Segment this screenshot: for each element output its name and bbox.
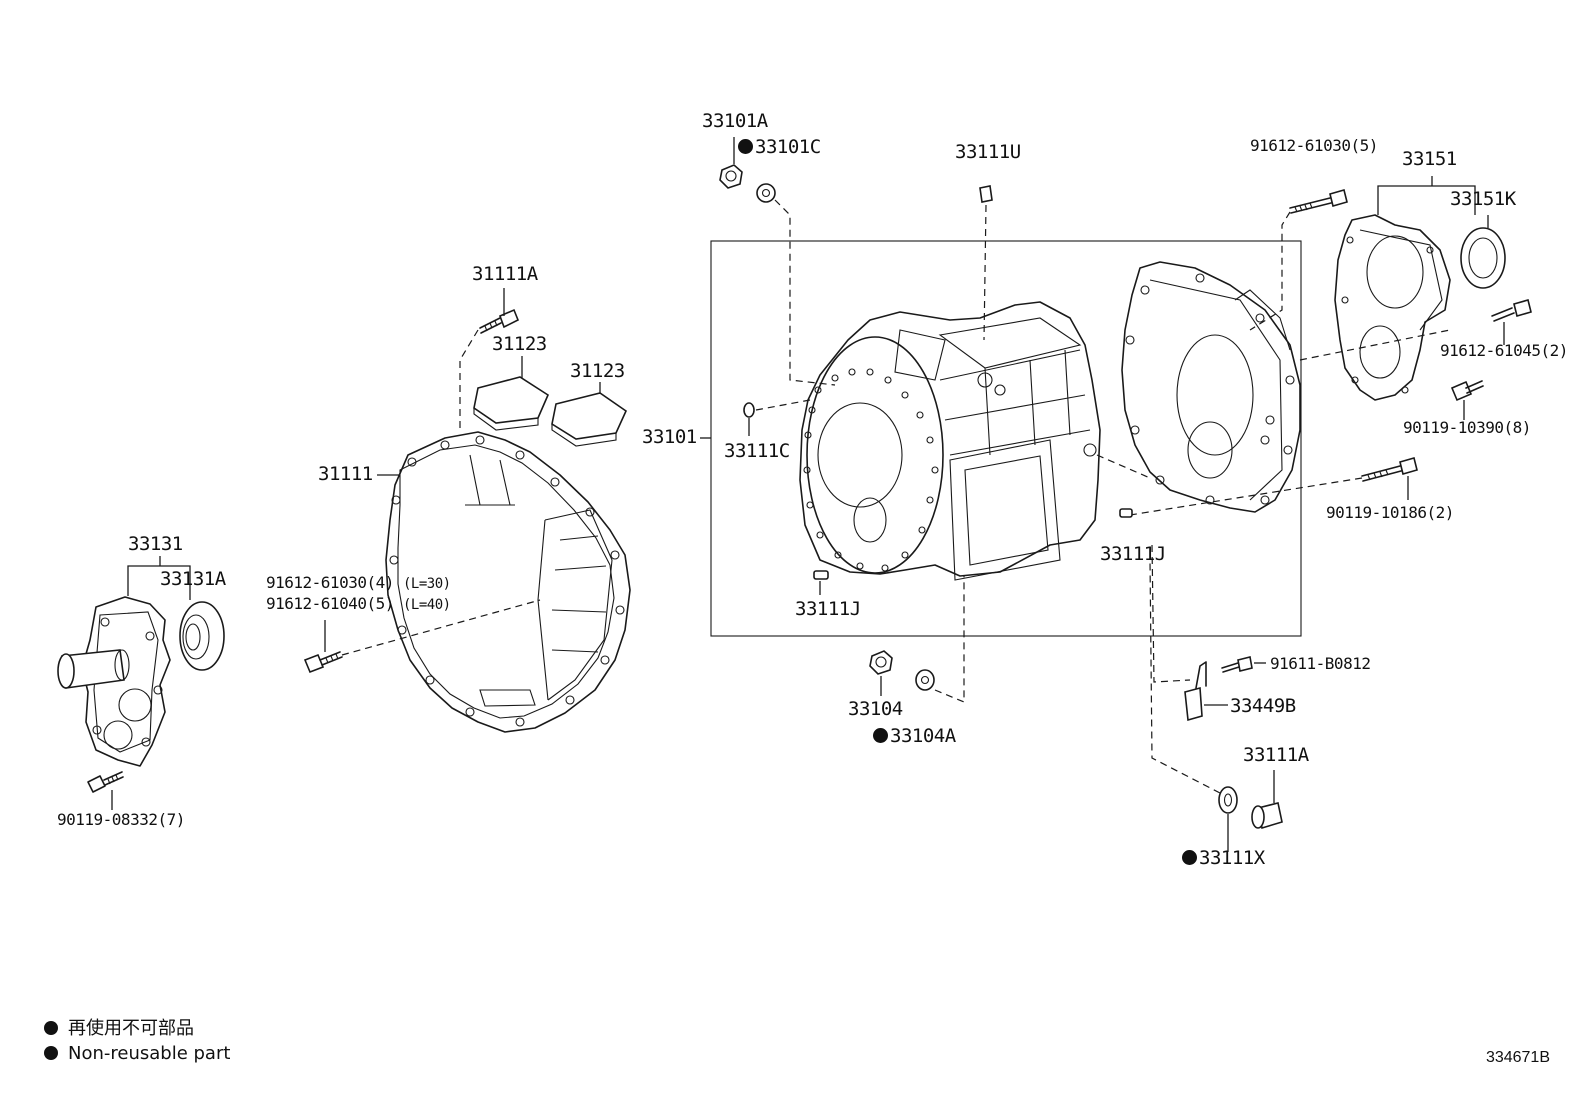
non-reusable-marker <box>44 1021 58 1035</box>
label-91612-61030-4-text: 91612-61030(4) <box>266 573 394 592</box>
oil-seal-33131A <box>179 601 225 671</box>
label-33111J-right: 33111J <box>1100 543 1166 565</box>
plug-33104 <box>869 650 893 675</box>
cover-31123-b <box>551 392 628 447</box>
label-31111A: 31111A <box>472 263 538 285</box>
label-91612-61040-5: 91612-61040(5) (L=40) <box>266 594 451 613</box>
label-33111X: 33111X <box>1182 849 1265 868</box>
pin-33111J-left <box>813 570 829 580</box>
label-91612-61030-5: 91612-61030(5) <box>1250 136 1378 155</box>
label-33104A: 33104A <box>873 727 956 746</box>
extension-housing <box>1121 261 1301 513</box>
gasket-33101C <box>756 183 776 203</box>
non-reusable-marker <box>873 728 888 743</box>
label-33101C-text: 33101C <box>755 136 821 158</box>
gasket-33111X <box>1218 786 1238 814</box>
label-90119-08332-7: 90119-08332(7) <box>57 810 185 829</box>
label-91611-B0812: 91611-B0812 <box>1270 654 1371 673</box>
bracket-33449B <box>1184 661 1207 722</box>
pin-33111C <box>743 402 755 418</box>
pin-33111J-right <box>1119 508 1133 518</box>
label-33104: 33104 <box>848 698 903 720</box>
label-90119-10390-8: 90119-10390(8) <box>1403 418 1531 437</box>
legend-line-2: Non-reusable part <box>68 1043 231 1064</box>
label-33111A: 33111A <box>1243 744 1309 766</box>
non-reusable-marker <box>738 139 753 154</box>
label-33111J-left: 33111J <box>795 598 861 620</box>
plug-33101A <box>719 164 743 189</box>
label-33101C: 33101C <box>738 138 821 157</box>
transmission-case-33101 <box>799 301 1101 581</box>
legend-english: Non-reusable part <box>44 1045 230 1063</box>
gasket-33104A <box>915 669 935 691</box>
legend-japanese: 再使用不可部品 <box>44 1020 194 1038</box>
label-91612-61040-5-text: 91612-61040(5) <box>266 594 394 613</box>
label-33104A-text: 33104A <box>890 725 956 747</box>
label-33151: 33151 <box>1402 148 1457 170</box>
label-33111U: 33111U <box>955 141 1021 163</box>
bolt-31111A <box>479 308 520 334</box>
label-91612-61030-4: 91612-61030(4) (L=30) <box>266 573 451 592</box>
drain-plug-33111A <box>1251 802 1283 830</box>
label-33131A: 33131A <box>160 568 226 590</box>
label-90119-10186-2: 90119-10186(2) <box>1326 503 1454 522</box>
non-reusable-marker <box>1182 850 1197 865</box>
label-91612-61045-2: 91612-61045(2) <box>1440 341 1568 360</box>
non-reusable-marker <box>44 1046 58 1060</box>
oil-seal-33151K <box>1460 227 1506 289</box>
bolt-91612-61045 <box>1491 299 1532 322</box>
bolt-90119-10186 <box>1361 457 1418 482</box>
label-33111C: 33111C <box>724 440 790 462</box>
length-note-40: (L=40) <box>403 597 451 613</box>
label-33101: 33101 <box>642 426 697 448</box>
label-33449B: 33449B <box>1230 695 1296 717</box>
clutch-housing-31111 <box>385 431 631 733</box>
label-31123-a: 31123 <box>492 333 547 355</box>
label-33151K: 33151K <box>1450 188 1516 210</box>
label-33131: 33131 <box>128 533 183 555</box>
bolt-91612-61030-61040 <box>303 651 343 674</box>
label-31111: 31111 <box>318 463 373 485</box>
label-33111X-text: 33111X <box>1199 847 1265 869</box>
cover-31123-a <box>473 376 550 431</box>
bolt-90119-10390 <box>1450 380 1484 402</box>
bolt-91611-B0812 <box>1221 656 1253 673</box>
bolt-90119-08332 <box>87 771 124 793</box>
label-31123-b: 31123 <box>570 360 625 382</box>
legend-line-1: 再使用不可部品 <box>68 1018 194 1039</box>
bolt-91612-61030-top <box>1289 189 1348 214</box>
figure-id: 334671B <box>1485 1049 1550 1066</box>
front-bearing-retainer-33131 <box>57 596 171 767</box>
rear-cover-33151 <box>1334 214 1451 401</box>
length-note-30: (L=30) <box>403 576 451 592</box>
case-group-frame <box>710 240 1302 637</box>
plug-33111U <box>979 185 993 203</box>
label-33101A: 33101A <box>702 110 768 132</box>
